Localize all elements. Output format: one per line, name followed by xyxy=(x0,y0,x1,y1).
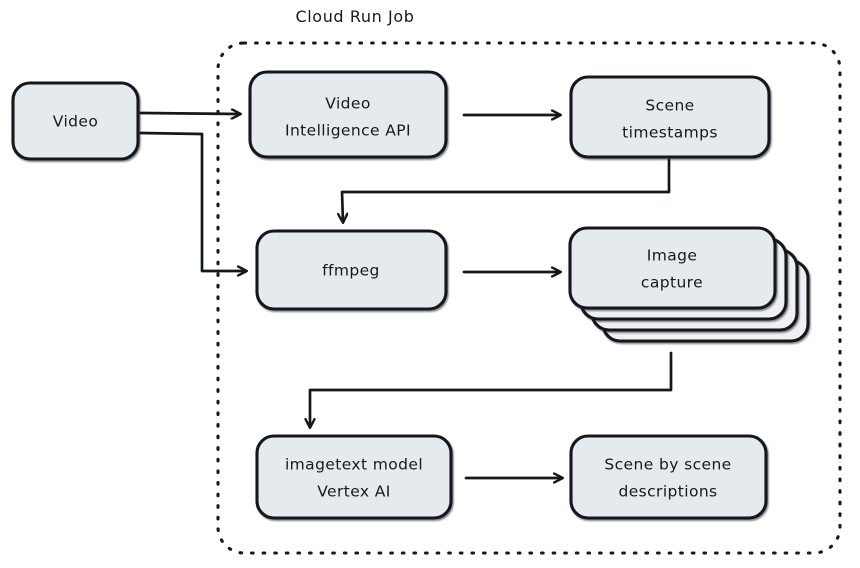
node-scene-timestamps[interactable]: Scene timestamps xyxy=(569,75,771,159)
node-imagetext-model-label-line2: Vertex AI xyxy=(317,483,391,501)
connector-video-to-video-intelligence-api xyxy=(139,113,240,114)
node-imagetext-model-vertex-ai-shape xyxy=(255,434,453,520)
node-scene-timestamps-label-line2: timestamps xyxy=(622,124,718,142)
node-video-intelligence-api-shape xyxy=(248,70,448,159)
node-scene-timestamps-label-line1: Scene xyxy=(645,97,694,115)
node-scene-timestamps-shape xyxy=(569,75,771,159)
node-imagetext-model-vertex-ai[interactable]: imagetext model Vertex AI xyxy=(255,434,453,520)
node-ffmpeg[interactable]: ffmpeg xyxy=(255,229,448,311)
connectors-layer xyxy=(139,113,673,478)
node-image-capture-label-line1: Image xyxy=(647,247,698,265)
group-border-dotted xyxy=(216,41,842,555)
node-video-label: Video xyxy=(53,113,98,131)
node-image-capture[interactable]: Image capture xyxy=(568,226,810,343)
node-scene-by-scene-descriptions-shape xyxy=(569,434,768,520)
node-scene-by-scene-descriptions-label-line1: Scene by scene xyxy=(604,456,731,474)
group-title-label: Cloud Run Job xyxy=(295,7,414,26)
group-cloud-run-job: Cloud Run Job xyxy=(216,7,842,555)
node-image-capture-shape xyxy=(568,226,777,310)
node-scene-by-scene-descriptions-label-line2: descriptions xyxy=(618,483,717,501)
node-imagetext-model-label-line1: imagetext model xyxy=(285,456,423,474)
node-video[interactable]: Video xyxy=(11,81,140,161)
node-video-intelligence-api-label-line2: Intelligence API xyxy=(285,122,411,140)
connector-video-to-ffmpeg xyxy=(139,131,246,271)
connector-image-capture-to-imagetext-model xyxy=(310,351,673,427)
node-video-intelligence-api-label-line1: Video xyxy=(325,95,370,113)
node-video-shape xyxy=(11,81,140,161)
connector-scene-timestamps-to-ffmpeg xyxy=(342,158,671,222)
node-ffmpeg-label: ffmpeg xyxy=(322,262,380,280)
node-ffmpeg-shape xyxy=(255,229,448,311)
node-image-capture-label-line2: capture xyxy=(641,274,703,292)
node-scene-by-scene-descriptions[interactable]: Scene by scene descriptions xyxy=(569,434,768,520)
node-video-intelligence-api[interactable]: Video Intelligence API xyxy=(248,70,448,159)
